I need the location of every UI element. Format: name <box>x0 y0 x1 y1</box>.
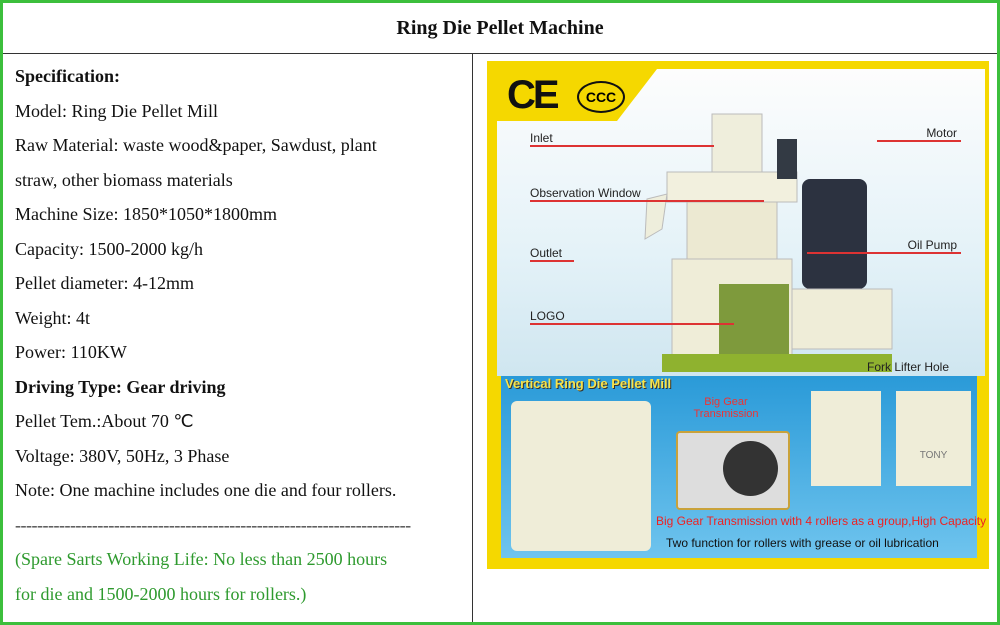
product-banner: Vertical Ring Die Pellet Mill Big Gear T… <box>501 376 986 558</box>
spec-line: straw, other biomass materials <box>15 169 233 190</box>
machine-photo-2: TONY <box>896 391 971 486</box>
spare-parts-note: (Spare Sarts Working Life: No less than … <box>15 549 388 569</box>
gear-title: Big Gear Transmission <box>693 396 759 420</box>
banner-title: Vertical Ring Die Pellet Mill <box>505 376 672 391</box>
label-oil-pump: Oil Pump <box>807 238 961 254</box>
label-motor: Motor <box>877 126 961 142</box>
label-observation-window: Observation Window <box>530 186 764 202</box>
spec-line: Voltage: 380V, 50Hz, 3 Phase <box>15 445 230 466</box>
gear-photo <box>676 431 790 510</box>
spec-line: Capacity: 1500-2000 kg/h <box>15 238 203 259</box>
spec-line: Machine Size: 1850*1050*1800mm <box>15 204 277 224</box>
label-outlet: Outlet <box>530 246 574 262</box>
machine-illustration <box>644 113 893 372</box>
label-inlet: Inlet <box>530 131 714 147</box>
ccc-mark: CCC <box>577 81 625 113</box>
spec-line: Raw Material: waste wood&paper, Sawdust,… <box>15 135 377 155</box>
machine-diagram: CE CCC Inlet Observation Window Outlet L… <box>497 69 985 376</box>
spec-heading: Specification: <box>15 66 120 86</box>
page-title: Ring Die Pellet Machine <box>3 3 997 54</box>
spec-line: Weight: 4t <box>15 307 91 328</box>
spec-line: Note: One machine includes one die and f… <box>15 480 397 500</box>
spec-line: Pellet Tem.:About 70 ℃ <box>15 411 194 431</box>
spec-line: Model: Ring Die Pellet Mill <box>15 100 218 121</box>
machine-photo-1 <box>811 391 881 486</box>
spec-line: Power: 110KW <box>15 342 127 362</box>
ce-mark: CE <box>507 73 560 117</box>
label-logo: LOGO <box>530 309 734 325</box>
label-fork-lifter-hole: Fork Lifter Hole <box>867 360 950 374</box>
column-divider <box>472 54 473 622</box>
pellet-mill-photo <box>511 401 651 551</box>
specification-panel: Specification: Model: Ring Die Pellet Mi… <box>15 61 465 613</box>
spare-parts-note: for die and 1500-2000 hours for rollers.… <box>15 583 307 604</box>
certification-badge: CE CCC <box>497 69 657 121</box>
gear-wheel-icon <box>723 441 778 496</box>
separator: ----------------------------------------… <box>15 514 411 535</box>
caption-1: Big Gear Transmission with 4 rollers as … <box>656 514 987 528</box>
spec-line: Pellet diameter: 4-12mm <box>15 273 194 293</box>
machine-image: CE CCC Inlet Observation Window Outlet L… <box>487 61 989 569</box>
spec-driving-type: Driving Type: Gear driving <box>15 376 226 397</box>
caption-2: Two function for rollers with grease or … <box>666 536 939 550</box>
